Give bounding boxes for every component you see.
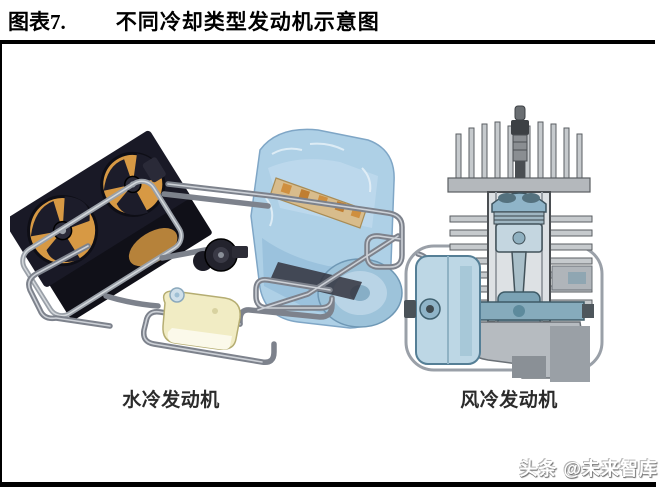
crankcase-graphic — [461, 265, 593, 382]
watermark-text: 头条 @未来智库 — [519, 459, 658, 479]
expansion-tank-graphic — [162, 287, 241, 351]
engine-block-graphic — [250, 128, 403, 329]
air-cooled-label: 风冷发动机 — [460, 390, 558, 411]
figure-bottom-rule — [0, 482, 656, 487]
figure-caption-number: 图表7. — [8, 10, 66, 34]
spark-plug-graphic — [511, 105, 529, 178]
figure-caption-title: 不同冷却类型发动机示意图 — [115, 10, 380, 34]
figure-caption: 图表7. 不同冷却类型发动机示意图 — [8, 6, 380, 36]
caption-divider-rule — [0, 40, 655, 44]
water-cooled-engine-illustration — [10, 128, 434, 366]
water-cooled-label: 水冷发动机 — [122, 390, 220, 411]
cooling-fan-graphic — [404, 255, 481, 365]
coolant-pipes-graphic — [26, 181, 434, 366]
figure-left-rule — [0, 40, 2, 487]
air-cooled-engine-illustration — [404, 105, 604, 382]
water-pump-graphic — [193, 238, 248, 272]
piston-assembly-graphic — [491, 192, 547, 297]
